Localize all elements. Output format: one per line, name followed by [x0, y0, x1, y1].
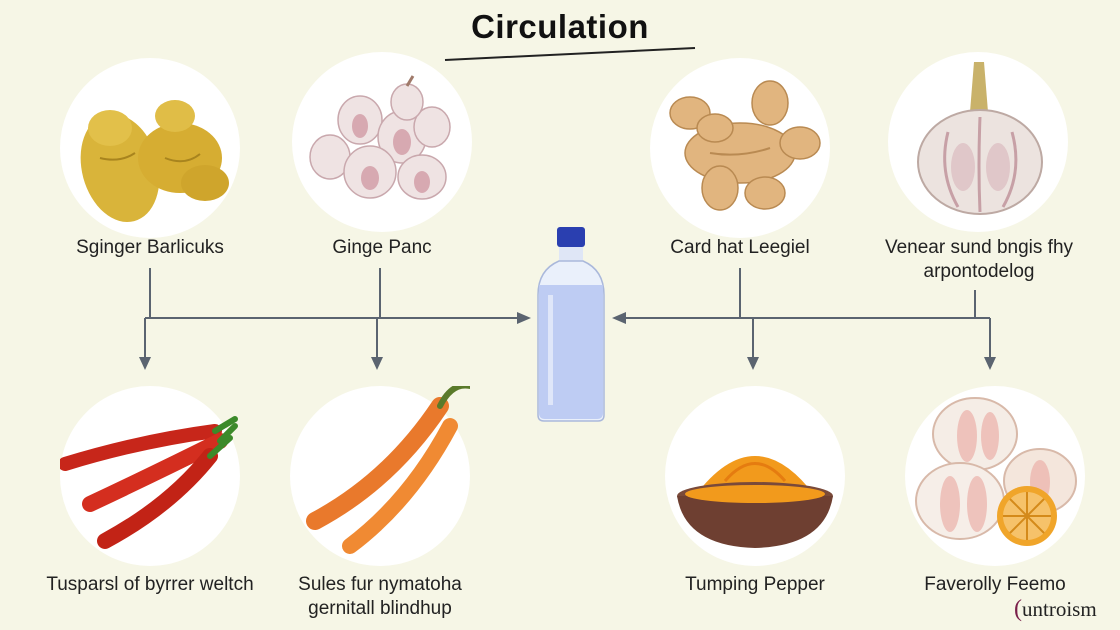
arrow-head-icon	[371, 357, 383, 370]
top-item-2	[292, 52, 472, 232]
logo-text: untroism	[1022, 597, 1097, 621]
arrow-head-icon	[612, 312, 626, 324]
bottom-item-1-label: Tusparsl of byrrer weltch	[46, 574, 254, 595]
top-item-1-label: Sginger Barlicuks	[76, 237, 224, 258]
arrow-head-icon	[517, 312, 531, 324]
bottom-item-4-label: Faverolly Feemo	[924, 574, 1066, 595]
arrow-head-icon	[139, 357, 151, 370]
logo-mark-icon: (	[1014, 596, 1022, 622]
red-chili-peppers-icon	[60, 416, 238, 549]
ginger-root-icon	[669, 80, 821, 211]
garlic-cloves-icon	[309, 75, 451, 200]
top-item-1	[60, 58, 240, 238]
garlic-and-lemon-icon	[915, 397, 1077, 546]
bottom-item-1	[60, 386, 240, 566]
bottom-item-3	[665, 386, 845, 566]
bottom-item-3-label: Tumping Pepper	[685, 574, 825, 595]
top-item-2-label: Ginge Panc	[332, 237, 432, 258]
arrow-head-icon	[747, 357, 759, 370]
bottom-item-2-label: Sules fur nymatoha gernitall blindhup	[298, 574, 462, 619]
title-underline	[444, 47, 696, 61]
top-item-4	[888, 52, 1068, 232]
garlic-bulb-icon	[917, 62, 1043, 215]
brand-logo: (untroism	[1014, 596, 1097, 623]
turmeric-bowl-icon	[677, 456, 833, 548]
top-item-4-label: Venear sund bngis fhy arpontodelog	[884, 237, 1074, 282]
page-title: Circulation	[471, 8, 649, 45]
arrow-head-icon	[984, 357, 996, 370]
top-item-3	[650, 58, 830, 238]
water-bottle-icon	[537, 227, 605, 422]
bottom-item-2	[290, 386, 470, 566]
bottom-item-4	[905, 386, 1085, 566]
top-item-3-label: Card hat Leegiel	[670, 237, 810, 258]
ginger-root-yellow-icon	[80, 100, 229, 223]
orange-chili-peppers-icon	[306, 386, 470, 554]
